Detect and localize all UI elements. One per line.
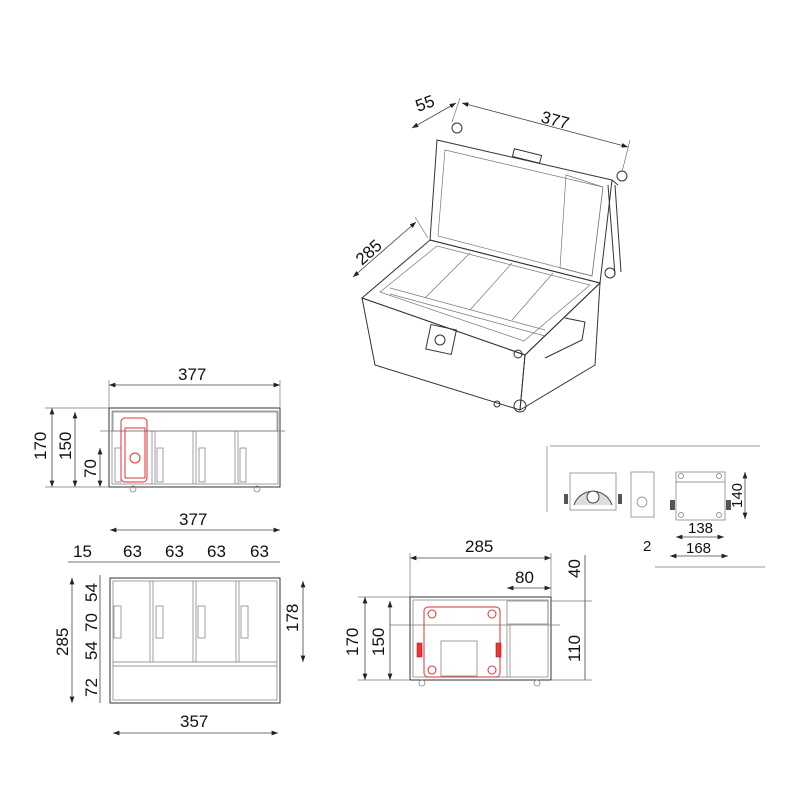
corner-ball xyxy=(513,399,527,413)
dim-side-depth: 285 xyxy=(465,537,493,556)
dim-inner-width: 357 xyxy=(180,712,208,731)
device-front-drawing xyxy=(564,472,622,511)
dim-compartment-4: 63 xyxy=(250,542,269,561)
dim-top-depth: 285 xyxy=(53,628,72,656)
lid-foam-hatch xyxy=(559,174,604,277)
dim-compartment-1: 63 xyxy=(123,542,142,561)
dim-row-2: 70 xyxy=(82,613,101,632)
dim-row-1: 54 xyxy=(82,583,101,602)
top-outline xyxy=(109,577,281,704)
dim-front-width: 377 xyxy=(178,365,206,384)
dim-front-height-body: 150 xyxy=(56,432,75,460)
dim-row-3: 54 xyxy=(82,641,101,660)
dim-front-insert-height: 70 xyxy=(81,459,100,478)
dim-top-wall: 15 xyxy=(73,542,92,561)
body-front-face xyxy=(361,297,526,411)
top-view: 377 15 63 63 63 63 285 54 70 54 72 178 3… xyxy=(53,510,306,736)
dim-iso-lid-depth: 55 xyxy=(413,91,437,115)
dim-body-height: 110 xyxy=(565,635,584,662)
device-top-drawing xyxy=(670,471,731,521)
trolley-handle xyxy=(544,317,586,359)
corner-ball xyxy=(604,267,616,279)
device-outline-red xyxy=(120,417,148,483)
device-outline-red xyxy=(416,606,502,678)
dim-iso-depth: 285 xyxy=(352,236,386,269)
dim-row-4: 72 xyxy=(82,678,101,697)
dim-top-width: 377 xyxy=(179,510,207,529)
side-view: 285 80 40 110 170 150 xyxy=(343,537,592,687)
lid-handle xyxy=(511,148,543,164)
side-outline xyxy=(409,596,552,681)
wheel xyxy=(493,400,501,408)
detail-inset: 140 138 168 2 xyxy=(546,445,765,568)
dim-compartment-2: 63 xyxy=(165,542,184,561)
dim-inset-inner-width: 138 xyxy=(688,520,713,537)
lid-inner xyxy=(437,149,604,277)
body-side-face xyxy=(519,281,601,411)
dim-iso-width: 377 xyxy=(539,108,571,134)
dim-lid-height: 40 xyxy=(565,559,584,578)
lid-outline xyxy=(429,139,613,284)
device-side-drawing xyxy=(630,471,655,518)
dim-inset-offset: 2 xyxy=(643,538,651,555)
dim-front-height-total: 170 xyxy=(31,432,50,460)
dim-divider-length: 178 xyxy=(283,604,302,632)
corner-ball xyxy=(616,170,628,182)
dim-side-height-total: 170 xyxy=(343,628,362,656)
latch xyxy=(425,323,458,356)
dim-inset-height: 140 xyxy=(729,483,746,508)
isometric-view: 377 55 285 xyxy=(352,91,631,413)
dim-compartment-3: 63 xyxy=(207,542,226,561)
dim-lid-compartment: 80 xyxy=(515,568,534,587)
body-inner xyxy=(379,245,591,342)
dim-inset-outer-width: 168 xyxy=(686,540,711,557)
front-view: 377 170 150 70 xyxy=(31,365,285,493)
front-outline xyxy=(108,407,281,488)
dim-side-height-body: 150 xyxy=(369,628,388,656)
corner-ball xyxy=(451,122,463,134)
